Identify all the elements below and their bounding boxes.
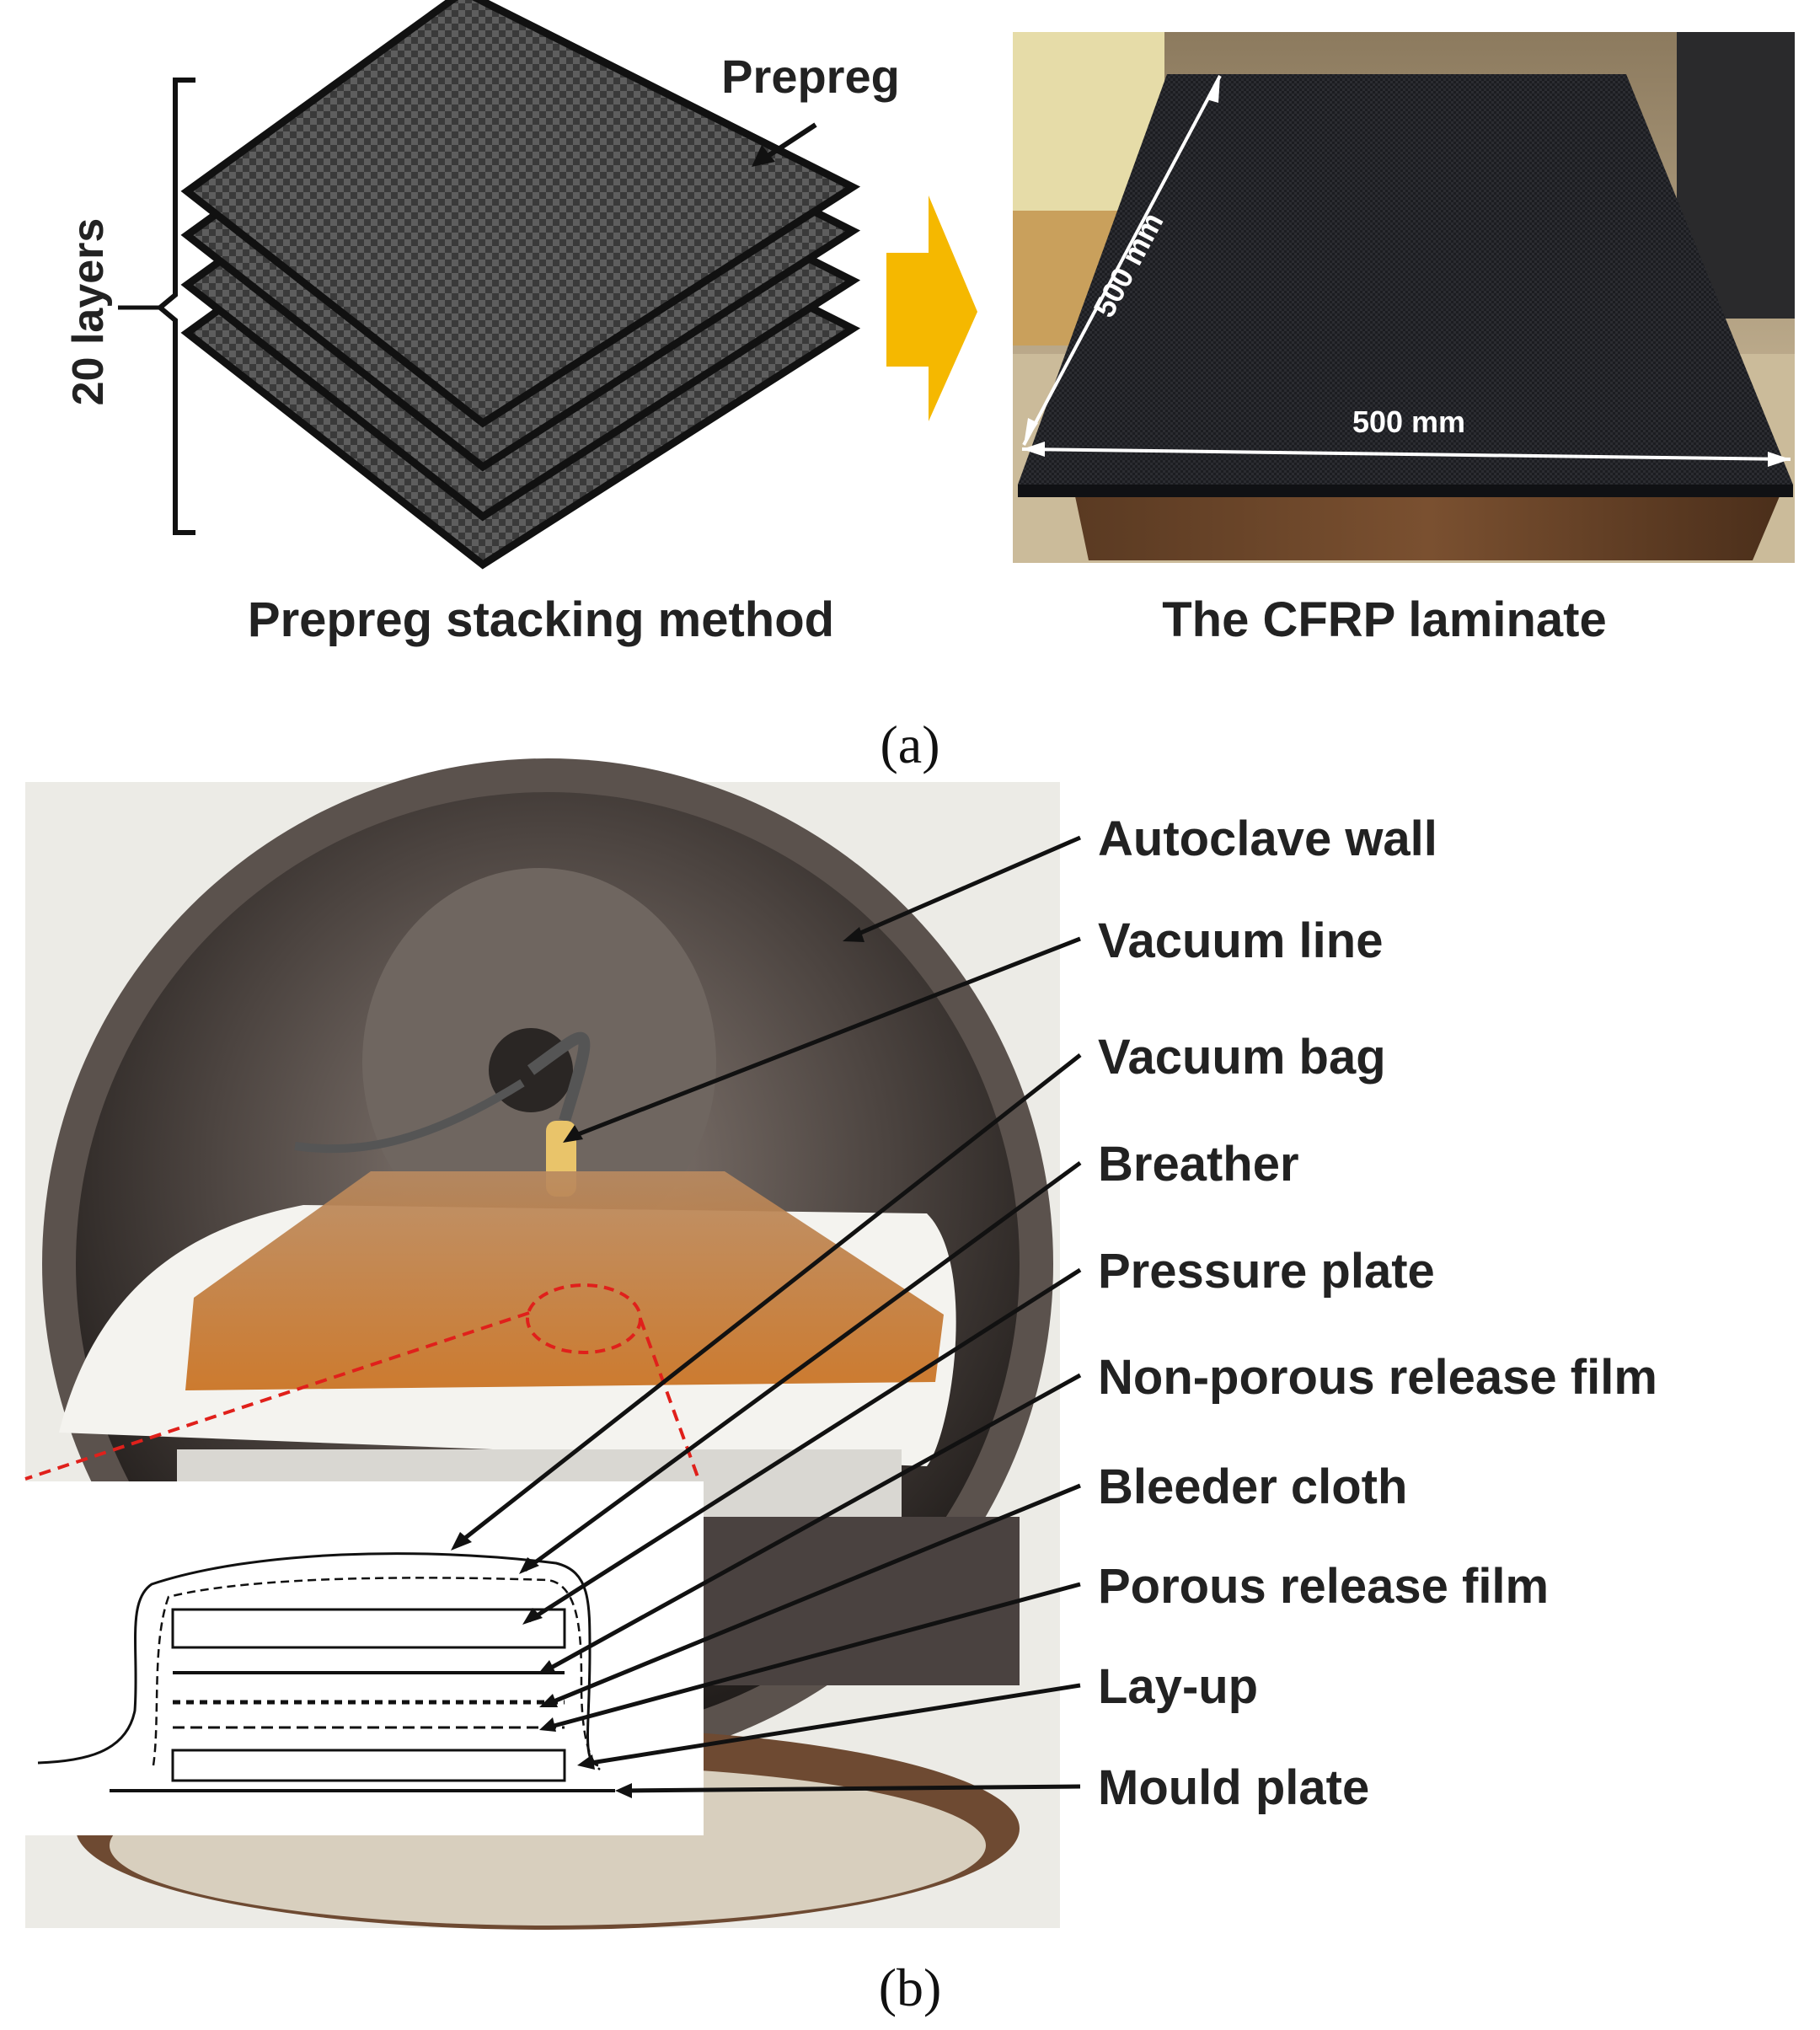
callout-lay-up: Lay-up (1098, 1659, 1258, 1714)
laminate-photo: 500 mm 500 mm (1013, 32, 1795, 563)
panel-b-label: (b) (879, 1958, 942, 2017)
callout-autoclave-wall: Autoclave wall (1098, 811, 1437, 866)
callout-arrowheads (451, 927, 864, 1798)
prepreg-label: Prepreg (721, 50, 900, 103)
prepreg-sheet (180, 0, 861, 428)
callout-vacuum-bag: Vacuum bag (1098, 1030, 1386, 1085)
schematic-layup (171, 1749, 566, 1782)
callout-vacuum-line: Vacuum line (1098, 913, 1383, 968)
callout-leaders (455, 835, 1082, 1793)
detail-line-left (24, 1311, 530, 1481)
callout-pressure-plate: Pressure plate (1098, 1244, 1435, 1299)
prepreg-pointer (765, 122, 817, 159)
process-arrow (886, 196, 977, 421)
callout-labels: Autoclave wall Vacuum line Vacuum bag Br… (1098, 811, 1657, 1815)
callout-bleeder-cloth: Bleeder cloth (1098, 1460, 1407, 1514)
prepreg-pointer-head (752, 145, 775, 167)
detail-line-right (639, 1318, 701, 1482)
panel-b: Autoclave wall Vacuum line Vacuum bag Br… (24, 758, 1657, 2017)
dim-horizontal-label: 500 mm (1352, 404, 1465, 439)
panel-a-label: (a) (880, 715, 939, 774)
schematic-pressure-plate (171, 1608, 566, 1649)
stack-label: 20 layers (64, 218, 113, 406)
callout-non-porous-release-film: Non-porous release film (1098, 1350, 1657, 1405)
callout-mould-plate: Mould plate (1098, 1760, 1369, 1815)
bagging-schematic (25, 1481, 704, 1835)
right-caption: The CFRP laminate (1162, 592, 1607, 647)
stack-brace (156, 78, 195, 535)
callout-breather: Breather (1098, 1137, 1299, 1192)
callout-porous-release-film: Porous release film (1098, 1559, 1549, 1614)
panel-a: 20 layers Prepreg Prepreg stacking metho… (64, 0, 1795, 774)
schematic-vacuum-bag (37, 1552, 599, 1767)
left-caption: Prepreg stacking method (248, 592, 834, 647)
